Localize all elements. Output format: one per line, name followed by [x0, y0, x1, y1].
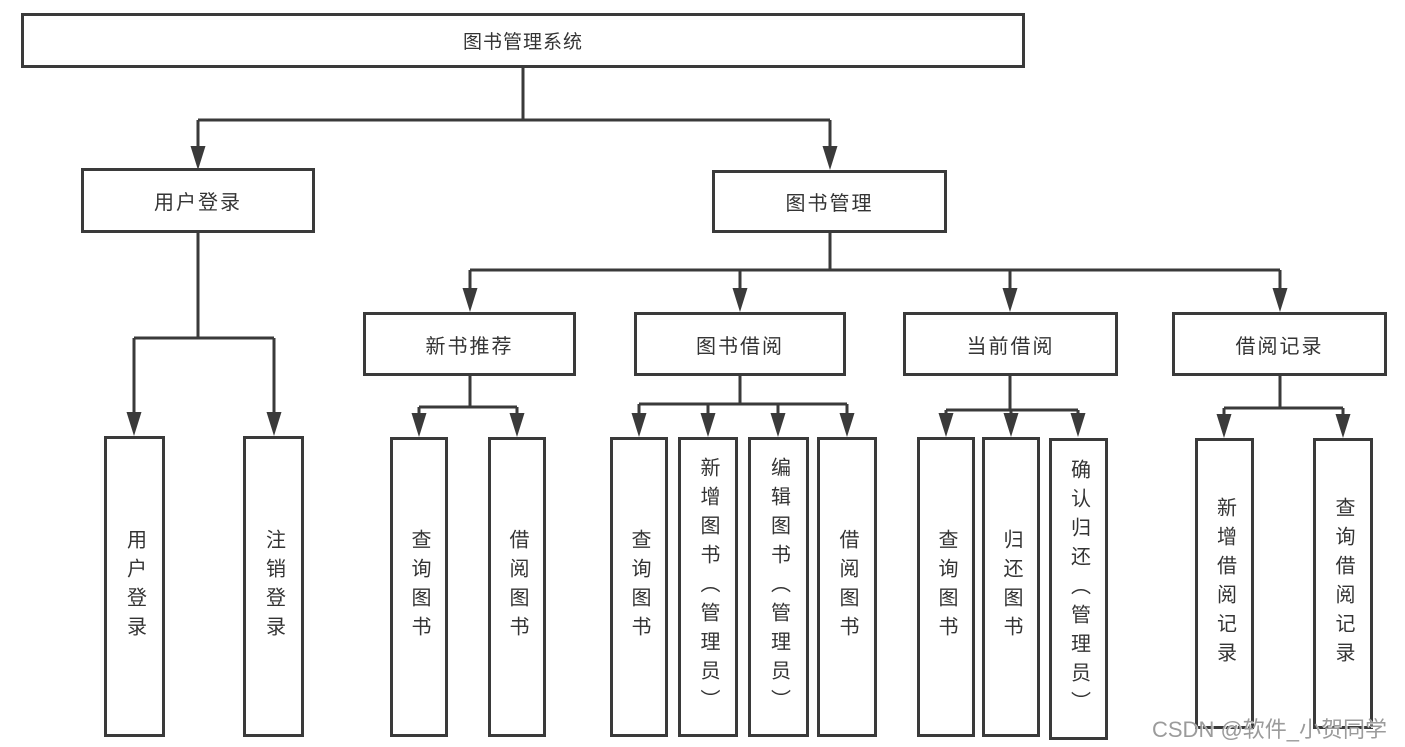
node-book-borrow: 图书借阅 [634, 312, 846, 376]
leaf-user-login-label: 用户登录 [123, 528, 146, 645]
leaf-cb-return-books: 归还图书 [982, 437, 1040, 737]
node-root: 图书管理系统 [21, 13, 1025, 68]
arrowheads [126, 146, 1351, 438]
leaf-br-add-record-label: 新增借阅记录 [1213, 496, 1236, 671]
leaf-bb-edit-books-admin: 编辑图书（管理员） [748, 437, 809, 737]
leaf-br-add-record: 新增借阅记录 [1195, 438, 1254, 729]
leaf-cb-confirm-return-admin-label: 确认归还（管理员） [1067, 458, 1090, 720]
node-book-borrow-label: 图书借阅 [696, 335, 784, 358]
node-root-label: 图书管理系统 [462, 32, 583, 53]
leaf-bb-query-books: 查询图书 [610, 437, 668, 737]
node-book-management: 图书管理 [712, 170, 947, 233]
node-borrow-records-label: 借阅记录 [1235, 335, 1324, 358]
leaf-logout: 注销登录 [243, 436, 304, 737]
leaf-bb-borrow-books-label: 借阅图书 [836, 529, 858, 645]
csdn-watermark: CSDN @软件_小贺同学 [1152, 717, 1388, 742]
leaf-cb-return-books-label: 归还图书 [1000, 529, 1022, 645]
node-borrow-records: 借阅记录 [1172, 312, 1387, 376]
node-current-borrow: 当前借阅 [903, 312, 1118, 376]
node-user-login-label: 用户登录 [154, 192, 242, 214]
leaf-bb-edit-books-admin-label: 编辑图书（管理员） [767, 456, 790, 718]
leaf-cb-query-books: 查询图书 [917, 437, 975, 737]
node-user-login: 用户登录 [81, 168, 315, 233]
leaf-bb-query-books-label: 查询图书 [628, 529, 650, 645]
leaf-bb-add-books-admin: 新增图书（管理员） [678, 437, 738, 737]
node-new-book-recommend: 新书推荐 [363, 312, 576, 376]
leaf-cb-query-books-label: 查询图书 [935, 529, 957, 645]
leaf-br-query-record: 查询借阅记录 [1313, 438, 1373, 729]
leaf-user-login: 用户登录 [104, 436, 165, 737]
leaf-nbr-borrow-books: 借阅图书 [488, 437, 546, 737]
leaf-nbr-query-books: 查询图书 [390, 437, 448, 737]
node-current-borrow-label: 当前借阅 [966, 335, 1055, 358]
leaf-bb-borrow-books: 借阅图书 [817, 437, 877, 737]
node-book-management-label: 图书管理 [785, 193, 874, 215]
leaf-nbr-query-books-label: 查询图书 [408, 529, 430, 645]
leaf-nbr-borrow-books-label: 借阅图书 [506, 529, 528, 645]
leaf-bb-add-books-admin-label: 新增图书（管理员） [697, 456, 719, 718]
leaf-br-query-record-label: 查询借阅记录 [1332, 496, 1354, 671]
node-new-book-recommend-label: 新书推荐 [425, 335, 514, 358]
leaf-cb-confirm-return-admin: 确认归还（管理员） [1049, 438, 1108, 740]
leaf-logout-label: 注销登录 [262, 528, 285, 645]
